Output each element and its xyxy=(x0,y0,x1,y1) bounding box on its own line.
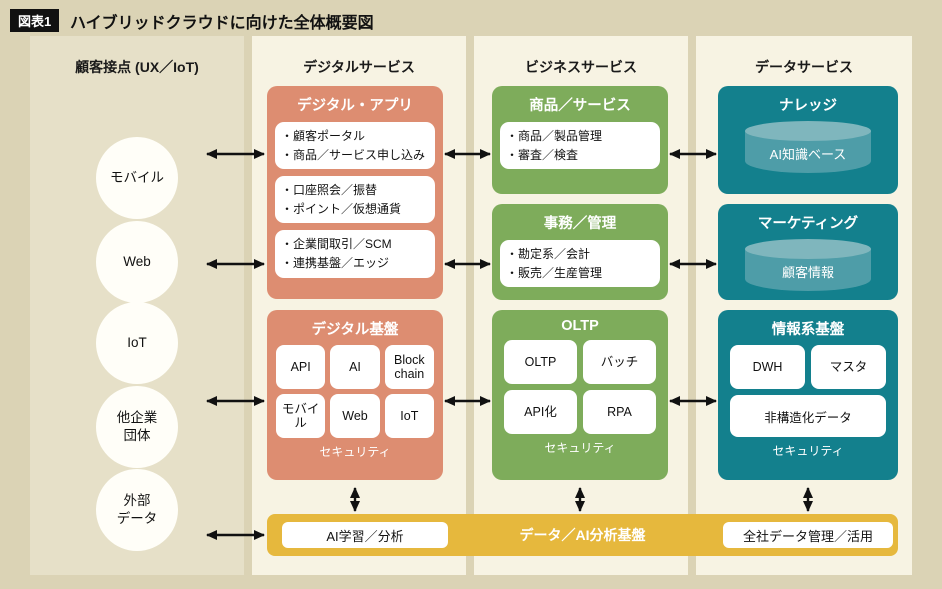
data-column-header: データサービス xyxy=(755,59,853,75)
group-title: ナレッジ xyxy=(779,98,837,114)
platform-cell-mobile: モバイル xyxy=(276,394,326,438)
digital-app-box-1: ・顧客ポータル ・商品／サービス申し込み xyxy=(275,122,435,170)
business-admin-group: 事務／管理 ・勘定系／会計 ・販売／生産管理 xyxy=(492,204,668,300)
digital-app-box-2: ・口座照会／振替 ・ポイント／仮想通貨 xyxy=(275,176,435,224)
bullet-item: ・審査／検査 xyxy=(506,147,579,162)
data-marketing-group: マーケティング 顧客情報 xyxy=(718,204,898,300)
bullet-item: ・企業間取引／SCM xyxy=(281,237,392,252)
contact-label: Web xyxy=(123,254,151,270)
bullet-item: ・ポイント／仮想通貨 xyxy=(281,201,402,216)
foundation-title: データ／AI分析基盤 xyxy=(519,527,646,543)
business-product-box: ・商品／製品管理 ・審査／検査 xyxy=(500,122,660,170)
security-label: セキュリティ xyxy=(772,444,844,458)
security-label: セキュリティ xyxy=(319,445,391,459)
info-platform-grid: DWH マスタ xyxy=(730,345,886,389)
business-oltp-group: OLTP OLTP バッチ API化 RPA セキュリティ xyxy=(492,310,668,480)
oltp-cell-oltp: OLTP xyxy=(504,340,577,384)
contact-label: モバイル xyxy=(110,170,164,186)
contact-circle-web: Web xyxy=(96,221,178,303)
group-title: OLTP xyxy=(561,318,599,334)
bullet-item: ・販売／生産管理 xyxy=(506,265,603,280)
bullet-item: ・顧客ポータル xyxy=(281,129,366,143)
digital-column-header: デジタルサービス xyxy=(303,59,415,75)
contact-circle-mobile: モバイル xyxy=(96,137,178,219)
platform-cell-web: Web xyxy=(330,394,380,438)
group-title: 事務／管理 xyxy=(543,216,617,232)
group-title: 商品／サービス xyxy=(529,98,631,114)
info-cell-master: マスタ xyxy=(811,345,886,389)
digital-app-box-3: ・企業間取引／SCM ・連携基盤／エッジ xyxy=(275,230,435,278)
oltp-cell-batch: バッチ xyxy=(583,340,656,384)
group-title: マーケティング xyxy=(757,216,859,232)
platform-cell-api: API xyxy=(276,345,326,389)
foundation-box-company-data: 全社データ管理／活用 xyxy=(723,522,893,548)
figure-tag: 図表1 xyxy=(10,9,60,32)
contact-circle-external-data: 外部 データ xyxy=(96,469,178,551)
data-info-platform-group: 情報系基盤 DWH マスタ 非構造化データ セキュリティ xyxy=(718,310,898,480)
bullet-item: ・商品／製品管理 xyxy=(506,129,603,143)
database-cylinder-icon: 顧客情報 xyxy=(745,239,871,291)
foundation-box-ai-learning: AI学習／分析 xyxy=(282,522,448,548)
oltp-cell-rpa: RPA xyxy=(583,390,656,434)
contact-label: IoT xyxy=(127,335,147,351)
digital-platform-group: デジタル基盤 API AI Block chain モバイル Web IoT セ… xyxy=(267,310,443,480)
figure-title: ハイブリッドクラウドに向けた全体概要図 xyxy=(70,15,374,32)
contacts-column-header: 顧客接点 (UX／IoT) xyxy=(75,59,199,75)
group-title: 情報系基盤 xyxy=(771,322,845,338)
info-cell-unstructured: 非構造化データ xyxy=(730,395,886,437)
contact-label: 他企業 xyxy=(116,410,158,426)
group-title: デジタル・アプリ xyxy=(297,98,413,114)
contact-label: データ xyxy=(116,511,158,526)
contact-circle-other-companies: 他企業 団体 xyxy=(96,386,178,468)
security-label: セキュリティ xyxy=(544,441,616,455)
data-knowledge-group: ナレッジ AI知識ベース xyxy=(718,86,898,194)
contact-label: 団体 xyxy=(123,428,151,443)
info-cell-dwh: DWH xyxy=(730,345,805,389)
business-product-group: 商品／サービス ・商品／製品管理 ・審査／検査 xyxy=(492,86,668,194)
contact-label: 外部 xyxy=(123,493,151,509)
database-label: AI知識ベース xyxy=(769,147,847,162)
business-column-header: ビジネスサービス xyxy=(525,59,637,75)
oltp-cell-api: API化 xyxy=(504,390,577,434)
platform-cell-ai: AI xyxy=(330,345,380,389)
digital-platform-grid: API AI Block chain モバイル Web IoT xyxy=(276,345,434,438)
digital-app-group: デジタル・アプリ ・顧客ポータル ・商品／サービス申し込み ・口座照会／振替 ・… xyxy=(267,86,443,299)
database-cylinder-icon: AI知識ベース xyxy=(745,121,871,173)
bullet-item: ・勘定系／会計 xyxy=(506,247,591,261)
contact-circle-iot: IoT xyxy=(96,302,178,384)
bullet-item: ・商品／サービス申し込み xyxy=(281,147,426,162)
group-title: デジタル基盤 xyxy=(311,322,399,338)
platform-cell-iot: IoT xyxy=(384,394,434,438)
bullet-item: ・連携基盤／エッジ xyxy=(281,255,390,270)
oltp-grid: OLTP バッチ API化 RPA xyxy=(504,340,656,434)
platform-cell-blockchain: Block chain xyxy=(384,345,434,389)
data-ai-foundation-bar: データ／AI分析基盤 AI学習／分析 全社データ管理／活用 xyxy=(267,514,898,556)
business-admin-box: ・勘定系／会計 ・販売／生産管理 xyxy=(500,240,660,288)
bullet-item: ・口座照会／振替 xyxy=(281,183,378,198)
database-label: 顧客情報 xyxy=(781,265,834,280)
